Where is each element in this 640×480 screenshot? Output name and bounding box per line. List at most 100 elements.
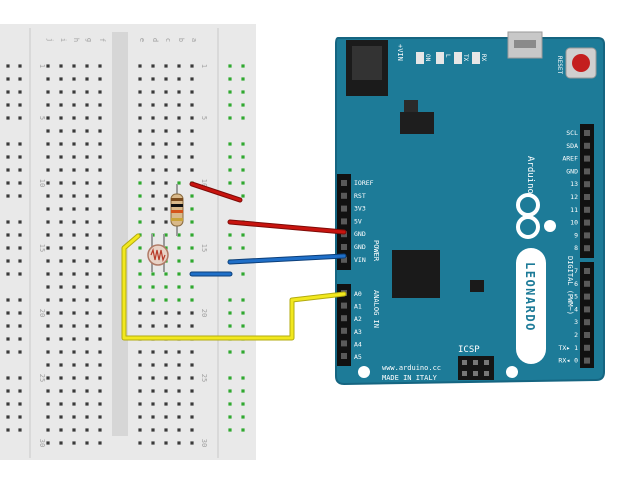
breadboard-hole xyxy=(46,194,50,198)
breadboard-hole xyxy=(164,207,168,211)
breadboard-hole xyxy=(59,324,63,328)
breadboard-hole xyxy=(85,194,89,198)
rail-hole xyxy=(228,155,232,159)
rail-hole xyxy=(18,389,22,393)
breadboard-hole xyxy=(190,350,194,354)
breadboard-hole xyxy=(46,77,50,81)
breadboard-hole xyxy=(46,350,50,354)
breadboard-hole xyxy=(164,194,168,198)
breadboard-hole xyxy=(72,415,76,419)
breadboard-hole xyxy=(85,259,89,263)
breadboard-hole xyxy=(177,272,181,276)
header-pin xyxy=(584,206,590,213)
breadboard-hole xyxy=(151,64,155,68)
column-letter: j xyxy=(46,38,54,42)
power-jack-socket xyxy=(352,46,382,80)
breadboard-hole xyxy=(72,233,76,237)
breadboard-hole xyxy=(85,389,89,393)
rail-hole xyxy=(18,155,22,159)
arduino-logo xyxy=(516,193,540,239)
breadboard-hole xyxy=(85,207,89,211)
rail-hole xyxy=(6,77,10,81)
vin-label: +VIN xyxy=(396,44,404,61)
rail-hole xyxy=(228,415,232,419)
breadboard-hole xyxy=(59,285,63,289)
breadboard-hole xyxy=(59,103,63,107)
breadboard-hole xyxy=(85,415,89,419)
column-letter: h xyxy=(72,38,80,42)
breadboard-hole xyxy=(85,181,89,185)
breadboard-hole xyxy=(59,298,63,302)
rail-hole xyxy=(241,428,245,432)
rail-hole xyxy=(228,116,232,120)
breadboard-hole xyxy=(177,116,181,120)
breadboard-hole xyxy=(190,155,194,159)
breadboard-hole xyxy=(190,77,194,81)
breadboard-hole xyxy=(164,142,168,146)
header-pin xyxy=(341,192,347,199)
breadboard-hole xyxy=(151,168,155,172)
rail-hole xyxy=(241,415,245,419)
breadboard-hole xyxy=(138,350,142,354)
breadboard-hole xyxy=(59,116,63,120)
breadboard-hole xyxy=(151,103,155,107)
breadboard-hole xyxy=(98,246,102,250)
breadboard-hole xyxy=(59,363,63,367)
breadboard-hole xyxy=(190,376,194,380)
breadboard-hole xyxy=(46,272,50,276)
breadboard-hole xyxy=(59,168,63,172)
breadboard-hole xyxy=(59,389,63,393)
rail-hole xyxy=(241,324,245,328)
icsp-header xyxy=(458,356,494,380)
breadboard-hole xyxy=(46,376,50,380)
breadboard-hole xyxy=(138,272,142,276)
breadboard-hole xyxy=(138,415,142,419)
icsp-label: ICSP xyxy=(458,345,480,355)
breadboard-hole xyxy=(177,129,181,133)
breadboard-hole xyxy=(98,389,102,393)
breadboard-hole xyxy=(59,402,63,406)
breadboard-hole xyxy=(177,77,181,81)
mounting-hole xyxy=(358,366,370,378)
row-number: 1 xyxy=(200,64,208,68)
breadboard-hole xyxy=(151,428,155,432)
breadboard-hole xyxy=(72,246,76,250)
breadboard-hole xyxy=(59,90,63,94)
breadboard-hole xyxy=(46,116,50,120)
breadboard-hole xyxy=(59,350,63,354)
header-pin xyxy=(584,280,590,287)
breadboard-hole xyxy=(72,298,76,302)
rail-hole xyxy=(6,337,10,341)
rail-hole xyxy=(18,181,22,185)
rail-hole xyxy=(6,350,10,354)
icsp-pin xyxy=(484,360,489,365)
rail-hole xyxy=(6,324,10,328)
header-pin xyxy=(341,218,347,225)
breadboard-hole xyxy=(138,441,142,445)
rail-hole xyxy=(228,64,232,68)
resistor xyxy=(170,184,184,236)
rail-hole xyxy=(228,246,232,250)
header-pin xyxy=(341,327,347,334)
breadboard-hole xyxy=(177,298,181,302)
header-pin xyxy=(341,353,347,359)
breadboard-hole xyxy=(72,441,76,445)
reset-button-cap[interactable] xyxy=(572,54,590,72)
breadboard-hole xyxy=(72,181,76,185)
column-letter: d xyxy=(151,38,159,42)
digital-pin-label: 2 xyxy=(574,331,578,339)
breadboard-hole xyxy=(98,220,102,224)
breadboard-hole xyxy=(98,168,102,172)
breadboard-hole xyxy=(98,285,102,289)
breadboard-hole xyxy=(151,350,155,354)
rail-hole xyxy=(18,103,22,107)
reset-label: RESET xyxy=(556,56,563,74)
rail-hole xyxy=(241,168,245,172)
breadboard-hole xyxy=(151,129,155,133)
column-letter: b xyxy=(177,38,185,42)
analog-pin-label: A2 xyxy=(354,315,362,323)
breadboard-hole xyxy=(138,103,142,107)
microcontroller-chip xyxy=(392,250,440,298)
rail-hole xyxy=(18,168,22,172)
breadboard-hole xyxy=(59,129,63,133)
